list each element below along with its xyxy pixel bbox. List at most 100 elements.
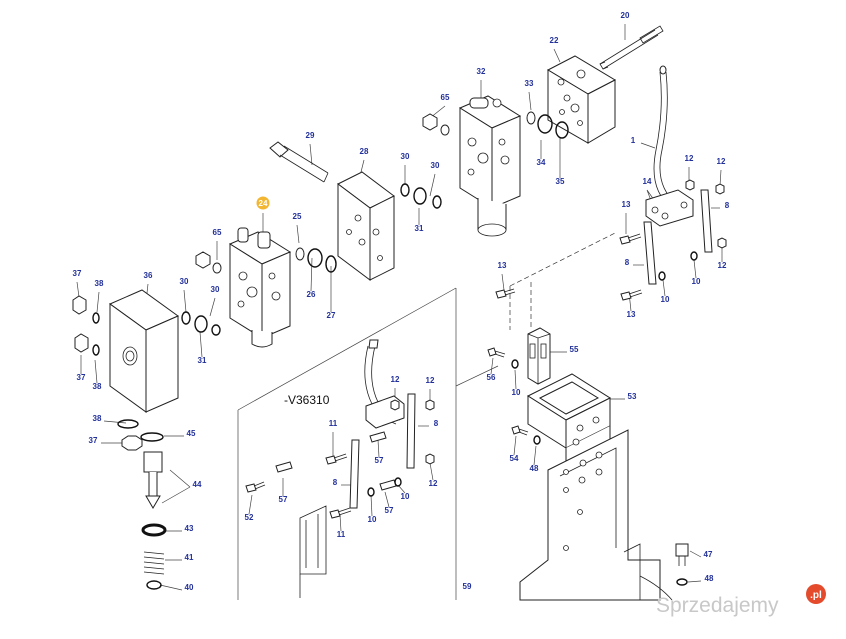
leader-lines [76,24,723,591]
rod-part-20 [599,25,664,70]
callout-33: 33 [525,79,534,88]
nut-part-65-lower [195,251,222,274]
bracket-part-55 [527,327,551,385]
callout-labels: 20 22 32 33 65 1 29 28 30 30 34 35 12 12 14 8 24 13 25 31 65… [73,11,730,592]
callout-10: 10 [368,515,377,524]
callout-47: 47 [704,550,713,559]
bolt-part-47 [675,543,689,586]
bolt-part-54 [511,425,541,445]
dashed-guides [509,231,618,330]
callout-25: 25 [293,212,302,221]
callout-40: 40 [185,583,194,592]
fitting-part-25 [295,247,337,273]
inset-border [237,287,499,600]
callout-57: 57 [375,456,384,465]
links-part-8-right [643,189,713,285]
valve-section-part-24 [228,227,292,348]
callout-10: 10 [692,277,701,286]
callout-55: 55 [570,345,579,354]
callout-29: 29 [306,131,315,140]
callout-14: 14 [643,177,652,186]
callout-30: 30 [211,285,220,294]
callout-48: 48 [705,574,714,583]
watermark: Sprzedajemy .pl [656,584,826,617]
callout-43: 43 [185,524,194,533]
callout-35: 35 [556,177,565,186]
callout-38: 38 [95,279,104,288]
callout-31: 31 [415,224,424,233]
callout-38: 38 [93,382,102,391]
seal-rings-part-30-upper [400,183,442,209]
end-block-part-22 [546,55,617,144]
callout-13: 13 [622,200,631,209]
callout-45: 45 [187,429,196,438]
inset-linkage [245,339,435,598]
callout-30: 30 [431,161,440,170]
callout-12: 12 [429,479,438,488]
callout-65: 65 [441,93,450,102]
callout-32: 32 [477,67,486,76]
callout-20: 20 [621,11,630,20]
callout-22: 22 [550,36,559,45]
callout-38: 38 [93,414,102,423]
callout-53: 53 [628,392,637,401]
watermark-text: Sprzedajemy [656,594,779,617]
callout-52: 52 [245,513,254,522]
callout-1: 1 [631,136,636,145]
callout-11: 11 [337,530,346,539]
bolts-part-13-right [495,233,643,301]
nuts-part-12-right [685,179,727,249]
callout-31: 31 [198,356,207,365]
base-block-part-36 [108,289,180,413]
callout-37: 37 [73,269,82,278]
lever-part-1 [653,65,678,209]
callout-34: 34 [537,158,546,167]
callout-10: 10 [512,388,521,397]
callout-59: 59 [463,582,472,591]
callout-41: 41 [185,553,194,562]
callout-57: 57 [279,495,288,504]
callout-30: 30 [401,152,410,161]
callout-8: 8 [725,201,730,210]
callout-12: 12 [718,261,727,270]
callout-10: 10 [401,492,410,501]
fitting-part-33 [526,111,569,139]
callout-65: 65 [213,228,222,237]
callout-8: 8 [625,258,630,267]
callout-30: 30 [180,277,189,286]
callout-48: 48 [530,464,539,473]
plate-part-28 [337,171,395,281]
callout-13: 13 [498,261,507,270]
nut-part-65-upper [422,113,450,136]
callout-13: 13 [627,310,636,319]
washers-part-10-right [658,251,698,281]
callout-37: 37 [89,436,98,445]
relief-valve-stack [117,419,167,590]
bolt-part-29 [269,141,329,183]
callout-11: 11 [329,419,338,428]
callout-36: 36 [144,271,153,280]
callout-8: 8 [333,478,338,487]
callout-56: 56 [487,373,496,382]
callout-8: 8 [434,419,439,428]
bracket-part-14 [645,189,694,227]
callout-37: 37 [77,373,86,382]
callout-27: 27 [327,311,336,320]
callout-26: 26 [307,290,316,299]
callout-54: 54 [510,454,519,463]
valve-section-part-32 [458,95,522,237]
frame-bracket-part-53 [526,373,612,463]
callout-12: 12 [391,375,400,384]
watermark-badge-icon [806,584,826,604]
main-plate-part-59 [519,429,673,601]
callout-12: 12 [685,154,694,163]
callout-highlight-24 [256,196,270,210]
fittings-part-37-38 [72,295,100,356]
bolt-part-56 [487,347,519,369]
callout-28: 28 [360,147,369,156]
watermark-badge: .pl [810,590,822,601]
seal-rings-part-30-lower [181,311,221,336]
callout-24: 24 [259,199,268,208]
section-code-label: -V36310 [284,393,330,407]
